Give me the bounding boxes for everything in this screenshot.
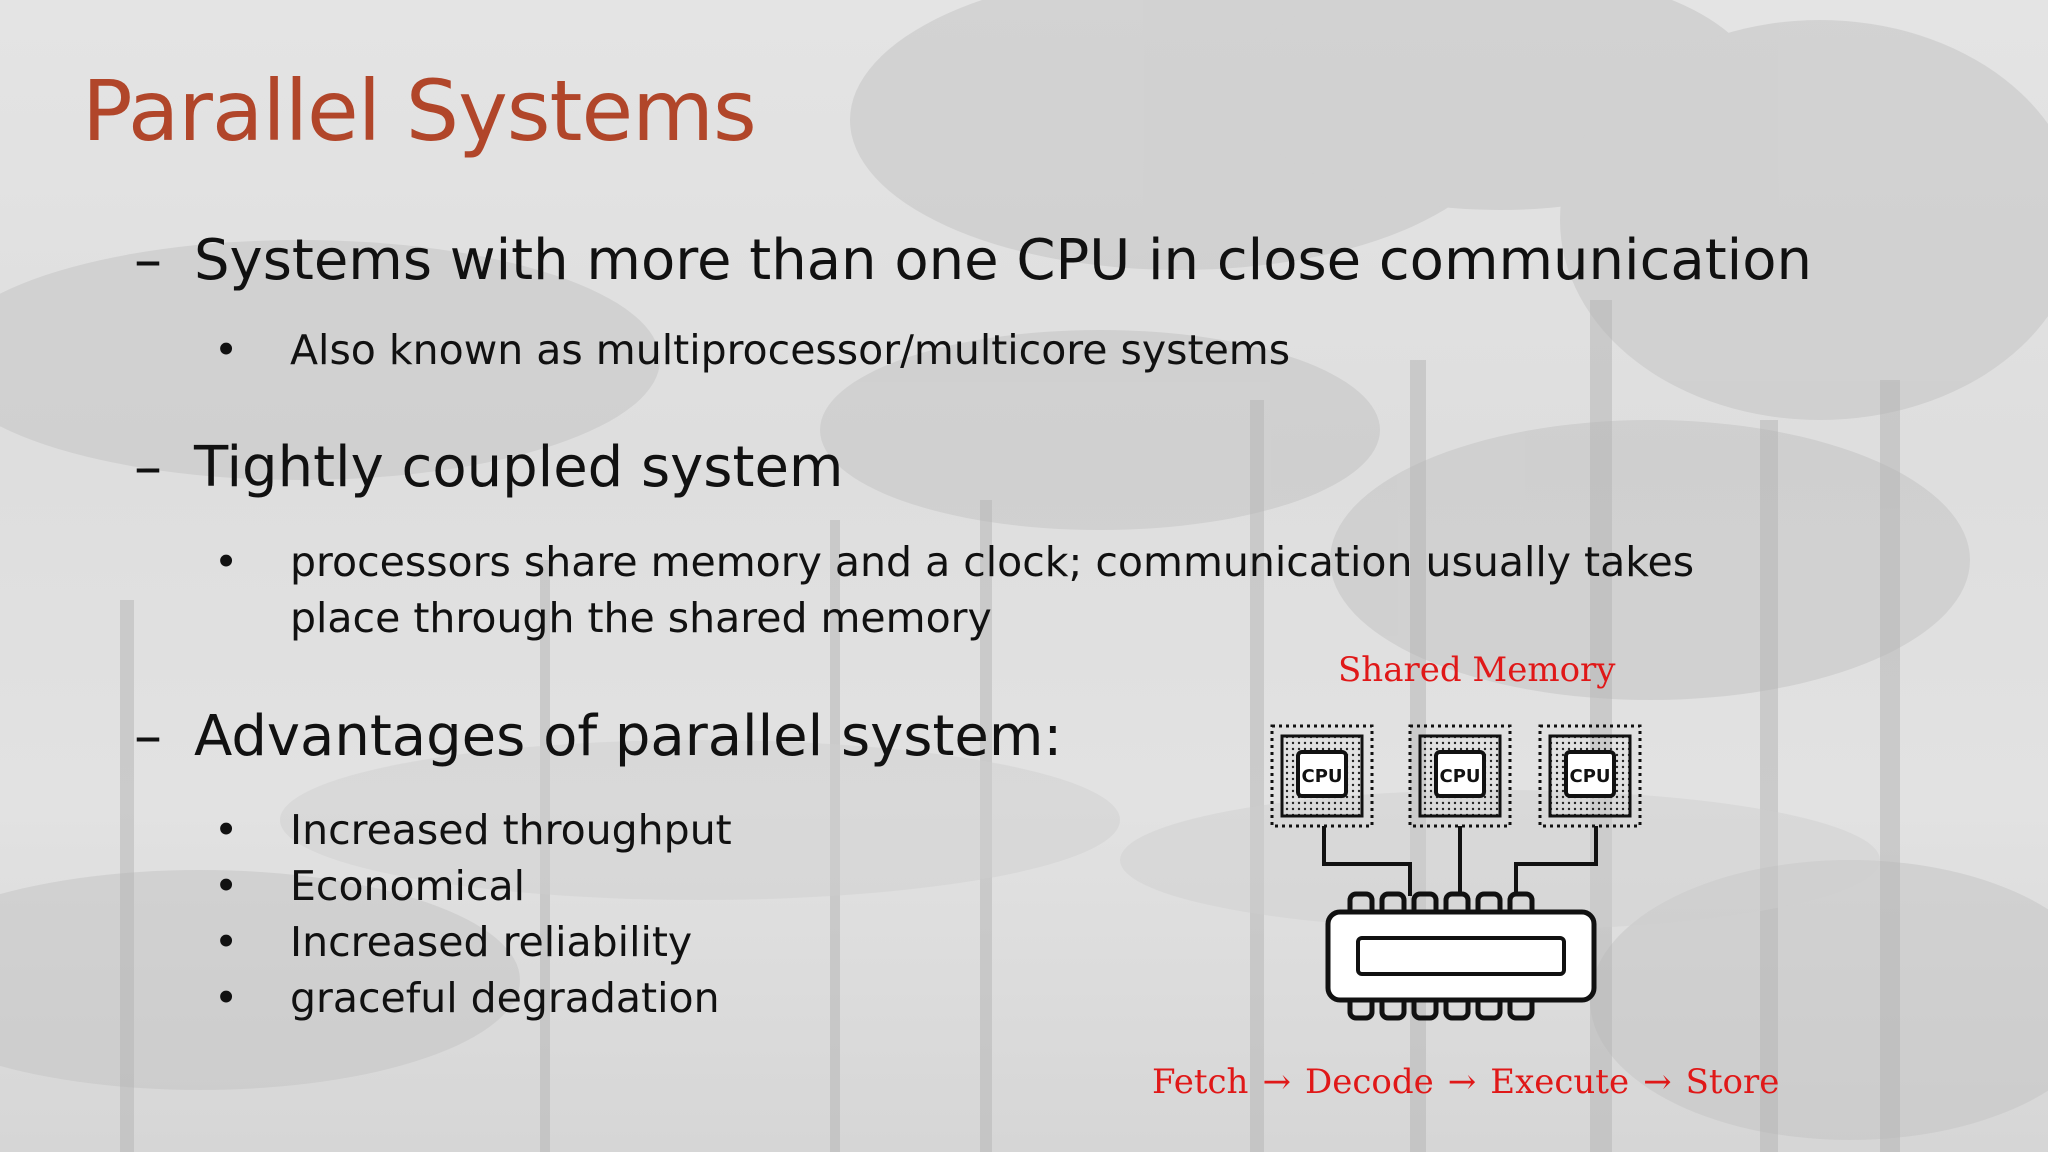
cpu-chip-icon: CPU (1538, 724, 1642, 828)
instruction-pipeline: Fetch → Decode → Execute → Store (1152, 1062, 1793, 1102)
bullet-marker: • (214, 538, 239, 586)
bullet-marker: • (214, 974, 239, 1022)
bullet-text: Economical (290, 862, 525, 910)
section-heading: –Tightly coupled system (134, 435, 843, 500)
pipeline-stage-execute: Execute (1490, 1062, 1630, 1102)
bullet-marker: • (214, 326, 239, 374)
bullet-marker: • (214, 806, 239, 854)
bullet-marker: • (214, 918, 239, 966)
cpu-chip-icon: CPU (1270, 724, 1374, 828)
bullet-text-line1: processors share memory and a clock; com… (290, 538, 1695, 586)
section-heading: –Systems with more than one CPU in close… (134, 228, 1812, 293)
diagram-caption: Shared Memory (1338, 650, 1616, 690)
bullet-text: graceful degradation (290, 974, 720, 1022)
shared-memory-chip-icon (1325, 891, 1597, 1021)
cpu-label: CPU (1569, 766, 1610, 787)
bus-wires (1322, 826, 1598, 896)
bullet-text-line2: place through the shared memory (290, 594, 992, 642)
slide-title: Parallel Systems (82, 62, 757, 160)
cpu-chip-icon: CPU (1408, 724, 1512, 828)
dash-marker: – (134, 704, 162, 769)
dash-marker: – (134, 228, 162, 293)
section-heading-text: Systems with more than one CPU in close … (194, 228, 1812, 293)
pipeline-stage-store: Store (1685, 1062, 1780, 1102)
section-heading: –Advantages of parallel system: (134, 704, 1062, 769)
arrow-icon: → (1643, 1062, 1672, 1102)
pipeline-stage-decode: Decode (1304, 1062, 1434, 1102)
arrow-icon: → (1262, 1062, 1291, 1102)
bullet-text: Increased throughput (290, 806, 732, 854)
section-heading-text: Tightly coupled system (194, 435, 844, 500)
dash-marker: – (134, 435, 162, 500)
cpu-label: CPU (1439, 766, 1480, 787)
pipeline-stage-fetch: Fetch (1152, 1062, 1249, 1102)
arrow-icon: → (1447, 1062, 1477, 1102)
bullet-marker: • (214, 862, 239, 910)
multicore-chip-diagram: CPU CPU CPU (1270, 724, 1642, 1021)
cpu-label: CPU (1301, 766, 1342, 787)
section-heading-text: Advantages of parallel system: (194, 704, 1063, 769)
bullet-text: Increased reliability (290, 918, 693, 966)
bullet-text: Also known as multiprocessor/multicore s… (290, 326, 1291, 374)
